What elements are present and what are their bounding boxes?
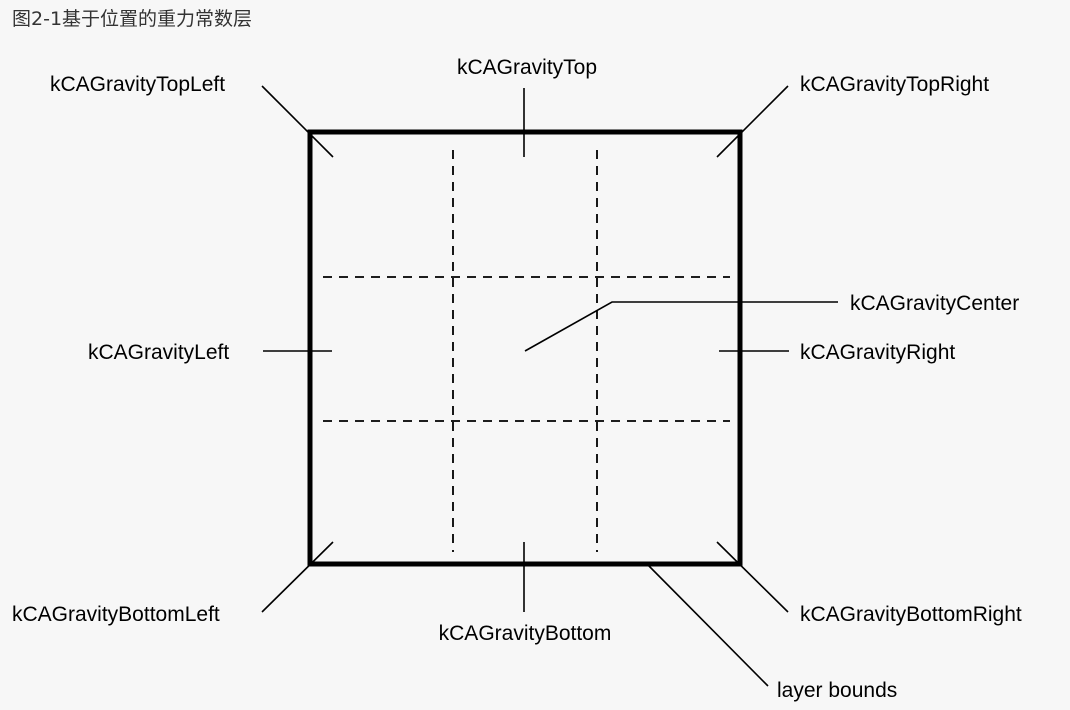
- label-layer-bounds: layer bounds: [777, 679, 897, 702]
- label-right: kCAGravityRight: [800, 341, 955, 364]
- dashed-grid: [323, 150, 730, 552]
- label-left: kCAGravityLeft: [88, 341, 229, 364]
- label-top: kCAGravityTop: [457, 56, 597, 79]
- leader-bottom-left: [261, 541, 334, 613]
- label-top-right: kCAGravityTopRight: [800, 73, 989, 96]
- leader-bottom-right: [716, 541, 789, 613]
- label-bottom-left: kCAGravityBottomLeft: [12, 603, 220, 626]
- leader-top-right: [716, 85, 789, 158]
- label-top-left: kCAGravityTopLeft: [50, 73, 225, 96]
- layer-bounds-rect: [307, 129, 743, 567]
- leader-center: [524, 301, 838, 352]
- label-bottom-right: kCAGravityBottomRight: [800, 603, 1022, 626]
- leader-layer-bounds: [646, 563, 769, 687]
- figure-caption: 图2-1基于位置的重力常数层: [12, 8, 253, 30]
- leader-top-left: [261, 85, 334, 158]
- label-center: kCAGravityCenter: [850, 292, 1019, 315]
- leader-lines: [261, 85, 838, 687]
- label-bottom: kCAGravityBottom: [439, 622, 612, 645]
